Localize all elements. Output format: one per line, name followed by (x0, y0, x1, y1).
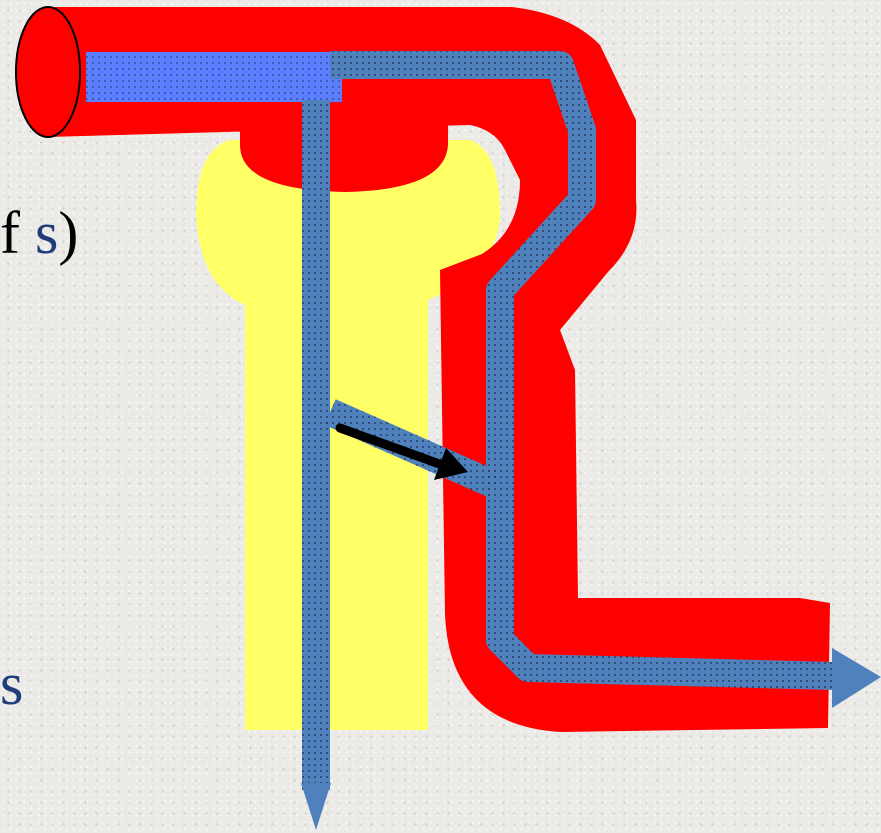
text-fragment-accent: s (0, 651, 23, 717)
vessel-tube (48, 7, 830, 732)
text-fragment-plain: f (0, 200, 35, 266)
partial-text-line-2: s (0, 654, 23, 714)
flow-downward-arrowhead (301, 783, 331, 830)
flow-outlet-arrowhead (832, 648, 881, 708)
text-fragment-close: ) (58, 200, 78, 266)
partial-text-line-1: f s) (0, 203, 78, 263)
text-fragment-accent: s (35, 200, 58, 266)
vessel-opening (16, 7, 80, 137)
